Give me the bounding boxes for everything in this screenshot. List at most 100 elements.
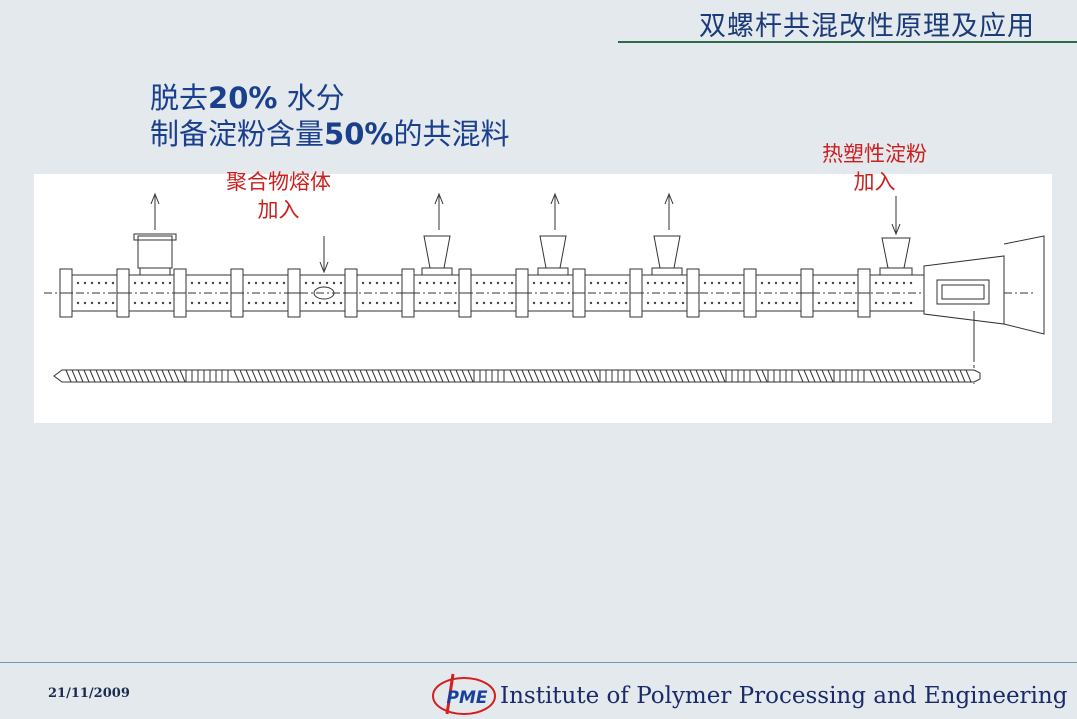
screw-flight bbox=[959, 369, 966, 383]
slide-title: 双螺杆共混改性原理及应用 bbox=[699, 11, 1035, 42]
bolt-dot bbox=[667, 281, 671, 285]
bolt-dot bbox=[453, 301, 457, 305]
bolt-dot bbox=[275, 301, 279, 305]
screw-flight bbox=[113, 369, 120, 383]
screw-flight bbox=[887, 369, 894, 383]
bolt-dot bbox=[589, 301, 593, 305]
bolt-dot bbox=[339, 301, 343, 305]
screw-flight bbox=[827, 369, 834, 383]
bolt-dot bbox=[567, 281, 571, 285]
screw-flight bbox=[545, 369, 552, 383]
bolt-dot bbox=[895, 281, 899, 285]
bolt-dot bbox=[425, 301, 429, 305]
bolt-dot bbox=[90, 301, 94, 305]
screw-flight bbox=[179, 369, 186, 383]
bolt-dot bbox=[909, 281, 913, 285]
bolt-dot bbox=[225, 301, 229, 305]
bolt-dot bbox=[453, 281, 457, 285]
bolt-dot bbox=[767, 301, 771, 305]
screw-flight bbox=[377, 369, 384, 383]
bolt-dot bbox=[218, 281, 222, 285]
screw-flight bbox=[677, 369, 684, 383]
screw-flight bbox=[875, 369, 882, 383]
bolt-dot bbox=[838, 301, 842, 305]
bolt-dot bbox=[817, 301, 821, 305]
bolt-dot bbox=[603, 301, 607, 305]
screw-flight bbox=[815, 369, 822, 383]
bolt-dot bbox=[304, 301, 308, 305]
screw-flight bbox=[965, 369, 972, 383]
bolt-dot bbox=[261, 281, 265, 285]
bolt-dot bbox=[332, 301, 336, 305]
screw-flight bbox=[539, 369, 546, 383]
screw-flight bbox=[143, 369, 150, 383]
bolt-dot bbox=[496, 301, 500, 305]
bolt-dot bbox=[396, 281, 400, 285]
bolt-dot bbox=[539, 281, 543, 285]
bolt-dot bbox=[97, 281, 101, 285]
bolt-dot bbox=[567, 301, 571, 305]
bolt-dot bbox=[382, 281, 386, 285]
screw-flight bbox=[521, 369, 528, 383]
screw-flight bbox=[65, 369, 72, 383]
bolt-dot bbox=[895, 301, 899, 305]
bolt-dot bbox=[560, 301, 564, 305]
screw-flight bbox=[233, 369, 240, 383]
bolt-dot bbox=[147, 281, 151, 285]
bolt-dot bbox=[617, 281, 621, 285]
bolt-dot bbox=[76, 281, 80, 285]
bolt-dot bbox=[738, 281, 742, 285]
bolt-dot bbox=[168, 281, 172, 285]
bolt-dot bbox=[339, 281, 343, 285]
bolt-dot bbox=[482, 281, 486, 285]
bolt-dot bbox=[902, 281, 906, 285]
bolt-dot bbox=[154, 281, 158, 285]
bolt-dot bbox=[539, 301, 543, 305]
bolt-dot bbox=[881, 301, 885, 305]
bolt-dot bbox=[161, 301, 165, 305]
bolt-dot bbox=[475, 281, 479, 285]
bolt-dot bbox=[168, 301, 172, 305]
bolt-dot bbox=[190, 281, 194, 285]
screw-flight bbox=[803, 369, 810, 383]
screw-flight bbox=[647, 369, 654, 383]
bolt-dot bbox=[503, 301, 507, 305]
bolt-dot bbox=[795, 301, 799, 305]
bolt-dot bbox=[282, 281, 286, 285]
bolt-dot bbox=[660, 281, 664, 285]
screw-flight bbox=[917, 369, 924, 383]
screw-flight bbox=[395, 369, 402, 383]
bolt-dot bbox=[703, 281, 707, 285]
screw-flight bbox=[77, 369, 84, 383]
screw-flight bbox=[155, 369, 162, 383]
bolt-dot bbox=[596, 281, 600, 285]
bolt-dot bbox=[375, 281, 379, 285]
bolt-dot bbox=[703, 301, 707, 305]
screw-flight bbox=[953, 369, 960, 383]
bolt-dot bbox=[881, 281, 885, 285]
bolt-dot bbox=[788, 281, 792, 285]
bolt-dot bbox=[724, 301, 728, 305]
screw-flight bbox=[305, 369, 312, 383]
footer-divider bbox=[0, 662, 1077, 663]
slide-heading: 脱去20% 水分 制备淀粉含量50%的共混料 bbox=[150, 80, 509, 152]
screw-flight bbox=[575, 369, 582, 383]
screw-flight bbox=[563, 369, 570, 383]
screw-flight bbox=[659, 369, 666, 383]
bolt-dot bbox=[717, 301, 721, 305]
bolt-dot bbox=[781, 301, 785, 305]
bolt-dot bbox=[104, 301, 108, 305]
screw-flight bbox=[449, 369, 456, 383]
bolt-dot bbox=[104, 281, 108, 285]
screw-flight bbox=[923, 369, 930, 383]
screw-flight bbox=[125, 369, 132, 383]
screw-flight bbox=[107, 369, 114, 383]
screw-flight bbox=[131, 369, 138, 383]
bolt-dot bbox=[489, 301, 493, 305]
bolt-dot bbox=[874, 281, 878, 285]
screw-flight bbox=[149, 369, 156, 383]
screw-flight bbox=[581, 369, 588, 383]
screw-flight bbox=[755, 369, 762, 383]
bolt-dot bbox=[845, 301, 849, 305]
bolt-dot bbox=[667, 301, 671, 305]
